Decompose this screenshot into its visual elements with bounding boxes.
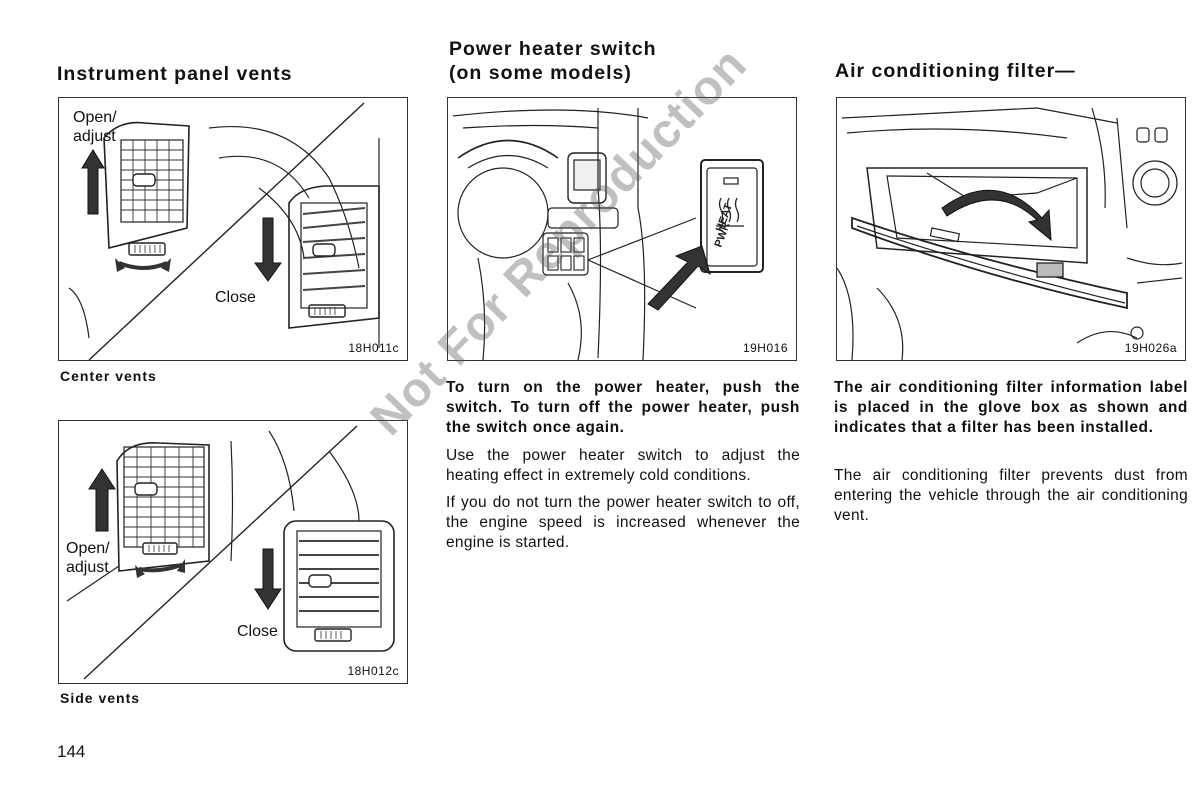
heater-illustration: PWRHEAT xyxy=(452,108,764,360)
heater-paragraph-1: Use the power heater switch to adjust th… xyxy=(446,447,800,484)
heater-heading-line2: (on some models) xyxy=(449,62,632,84)
center-open-adjust-label: Open/ adjust xyxy=(73,109,117,145)
heater-heading-line1: Power heater switch xyxy=(449,38,657,60)
filter-figure-code: 19H026a xyxy=(1124,341,1177,355)
side-vents-illustration xyxy=(66,425,395,680)
side-figure-code: 18H012c xyxy=(347,664,399,678)
center-close-label: Close xyxy=(215,289,256,306)
vents-heading: Instrument panel vents xyxy=(57,63,293,85)
filter-bold-text: The air conditioning filter information … xyxy=(834,379,1188,436)
side-vents-caption: Side vents xyxy=(60,690,141,706)
center-vents-caption: Center vents xyxy=(60,368,157,384)
heater-paragraph-2: If you do not turn the power heater swit… xyxy=(446,494,800,551)
heater-figure: PWRHEAT 19H016 xyxy=(447,97,797,361)
filter-illustration xyxy=(837,107,1183,360)
center-vents-illustration xyxy=(68,102,380,360)
filter-paragraph-1: The air conditioning filter prevents dus… xyxy=(834,467,1188,524)
heater-figure-code: 19H016 xyxy=(742,341,788,355)
side-open-adjust-label: Open/ adjust xyxy=(66,540,110,576)
center-vents-figure: Open/ adjust Close 18H011c xyxy=(58,97,408,361)
filter-heading: Air conditioning filter— xyxy=(835,60,1076,82)
side-close-label: Close xyxy=(237,623,278,640)
heater-bold-instruction: To turn on the power heater, push the sw… xyxy=(446,379,800,436)
filter-figure: 19H026a xyxy=(836,97,1186,361)
side-vents-figure: Open/ adjust Close 18H012c xyxy=(58,420,408,684)
center-figure-code: 18H011c xyxy=(348,341,399,355)
page-number: 144 xyxy=(57,742,86,761)
